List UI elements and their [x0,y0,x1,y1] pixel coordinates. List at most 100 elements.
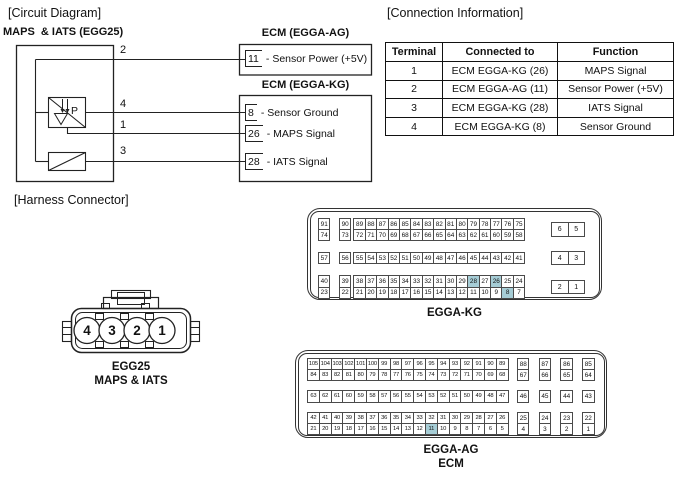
pin-function-label: - MAPS Signal [266,127,335,140]
pin-cell-16: 16 [410,286,423,299]
egga-ag-caption: EGGA-AG ECM [295,444,607,471]
ecm-pin-row: 28 - IATS Signal [245,153,328,170]
pin-cell-68: 68 [495,369,509,382]
pin-function-label: - IATS Signal [266,155,328,168]
pin-cell-73: 73 [338,229,352,242]
table-cell: 2 [385,79,443,100]
component-title: MAPS & IATS (EGG25) [3,26,124,38]
egga-kg-label: EGGA-KG [427,307,482,319]
wire-number-label: 1 [120,119,127,131]
pin-cell-53: 53 [376,252,389,265]
pin-cell-22: 22 [338,286,352,299]
pin-cell-64: 64 [582,369,595,382]
pin-cell-60: 60 [342,390,356,403]
pin-cell-2: 2 [551,279,569,295]
egg25-pin-number: 2 [133,323,141,338]
pin-cell-45: 45 [538,390,552,403]
egga-ag-label: EGGA-AG [423,444,479,456]
ecm-pin-row: 26 - MAPS Signal [245,125,335,142]
pin-cell-46: 46 [517,390,530,403]
ecm-egga-ag-title: ECM (EGGA-AG) [261,27,350,39]
pin-cell-1: 1 [582,423,595,436]
pin-cell-5: 5 [495,423,509,436]
pin-cell-68: 68 [398,229,412,242]
pin-cell-7: 7 [472,423,485,436]
pin-cell-3: 3 [538,423,552,436]
table-cell: ECM EGGA-KG (8) [442,116,558,137]
ecm-egga-kg-title: ECM (EGGA-KG) [261,79,350,91]
pressure-symbol-letter: P [71,105,79,117]
pin-cell-2: 2 [560,423,573,436]
pin-cell-89: 89 [495,358,509,371]
pin-cell-3: 3 [567,250,585,266]
pin-cell-73: 73 [436,369,450,382]
pin-cell-43: 43 [582,390,595,403]
pin-cell-11: 11 [467,286,480,299]
table-cell: IATS Signal [557,98,674,118]
pin-terminal-box: 28 [245,153,263,170]
pin-cell-66: 66 [538,369,552,382]
pin-cell-40: 40 [318,275,331,288]
table-cell: 1 [385,61,443,81]
wire-number-label: 2 [120,44,127,56]
pin-cell-26: 26 [495,412,509,425]
pin-single-columns: 57 56 [318,252,352,265]
pin-cell-1: 1 [567,279,585,295]
egg25-pin-number: 4 [83,323,91,338]
pin-cell-74: 74 [318,229,331,242]
table-cell: 4 [385,116,443,137]
pin-cell-52: 52 [387,252,400,265]
table-cell: ECM EGGA-KG (28) [442,98,558,118]
pin-cell-8: 8 [460,423,474,436]
connection-information-section-label: [Connection Information] [387,6,524,20]
wire-number-label: 3 [120,145,127,157]
pin-function-label: - Sensor Ground [260,106,339,119]
pin-cell-63: 63 [307,390,320,403]
table-cell: MAPS Signal [557,61,674,81]
pin-cell-41: 41 [512,252,526,265]
wire-number-label: 4 [120,98,127,110]
pin-cell-17: 17 [398,286,412,299]
egg25-pin-number: 3 [108,323,116,338]
pin-cell-4: 4 [517,423,530,436]
pin-cell-39: 39 [338,275,352,288]
table-header-cell: Function [557,42,674,62]
pin-cell-5: 5 [567,222,585,237]
table-cell: ECM EGGA-KG (26) [442,61,558,81]
pin-cell-77: 77 [389,369,403,382]
pin-cell-56: 56 [338,252,352,265]
table-cell: Sensor Ground [557,116,674,137]
ecm-pin-row: 8 - Sensor Ground [245,104,338,121]
pin-cell-58: 58 [512,229,526,242]
pin-cell-65: 65 [560,369,573,382]
ecm-pin-row: 11 - Sensor Power (+5V) [245,50,367,67]
pin-terminal-box: 8 [245,104,257,121]
pin-terminal-box: 26 [245,125,263,142]
egg25-caption: EGG25 MAPS & IATS [51,360,211,388]
pin-cell-47: 47 [495,390,509,403]
pin-cell-57: 57 [318,252,331,265]
pin-function-label: - Sensor Power (+5V) [265,52,368,65]
pin-cell-44: 44 [560,390,573,403]
table-cell: 3 [385,98,443,118]
circuit-diagram-section-label: [Circuit Diagram] [8,6,102,20]
